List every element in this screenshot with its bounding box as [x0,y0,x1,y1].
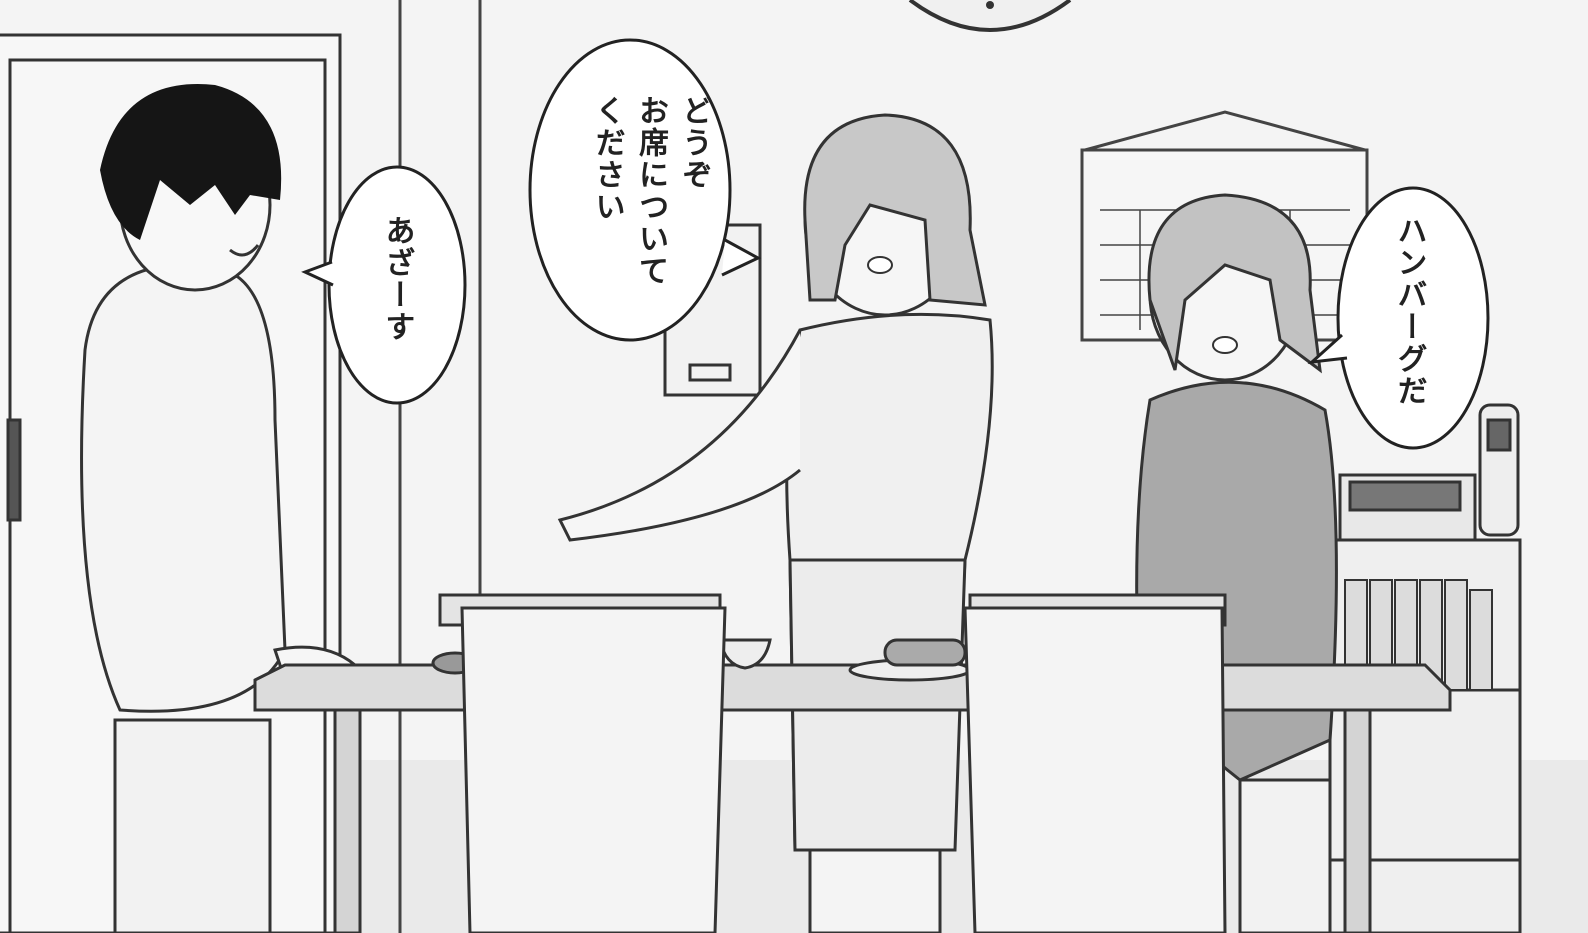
speech-text-center: どうぞ お席について ください [589,95,712,287]
speech-bubble-left [301,165,467,405]
cordless-phone [1338,403,1520,547]
speech-text-left: あざーす [379,215,415,343]
speech-text-right: ハンバーグだ [1391,215,1427,407]
woman-in-apron-character [557,113,994,933]
speech-bubble-center [528,38,762,342]
boy-character [80,84,357,933]
chair-right [963,593,1227,933]
speech-bubble-right [1307,186,1490,450]
chair-left [438,593,727,933]
wall-clock [908,0,1072,32]
